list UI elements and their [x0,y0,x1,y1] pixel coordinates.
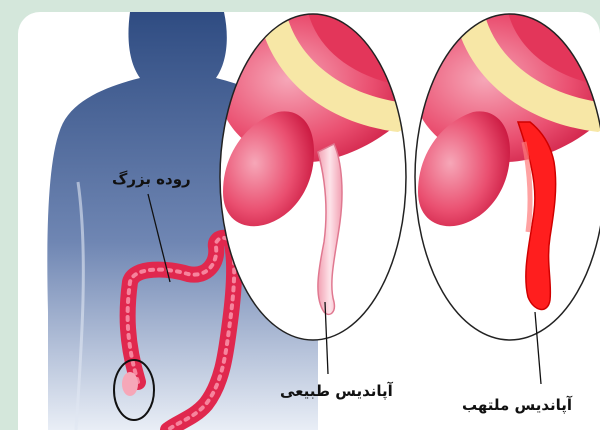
appendicitis-illustration [18,12,600,430]
illustration-card: روده بزرگ آپاندیس طبیعی آپاندیس ملتهب [18,12,600,430]
normal-appendix-label: آپاندیس طبیعی [280,382,393,400]
small-appendix [122,372,138,396]
inflamed-appendix-label: آپاندیس ملتهب [462,396,572,414]
normal-appendix-lens [218,12,418,340]
inflamed-appendix-lens [413,12,600,340]
large-intestine-label: روده بزرگ [112,170,191,188]
